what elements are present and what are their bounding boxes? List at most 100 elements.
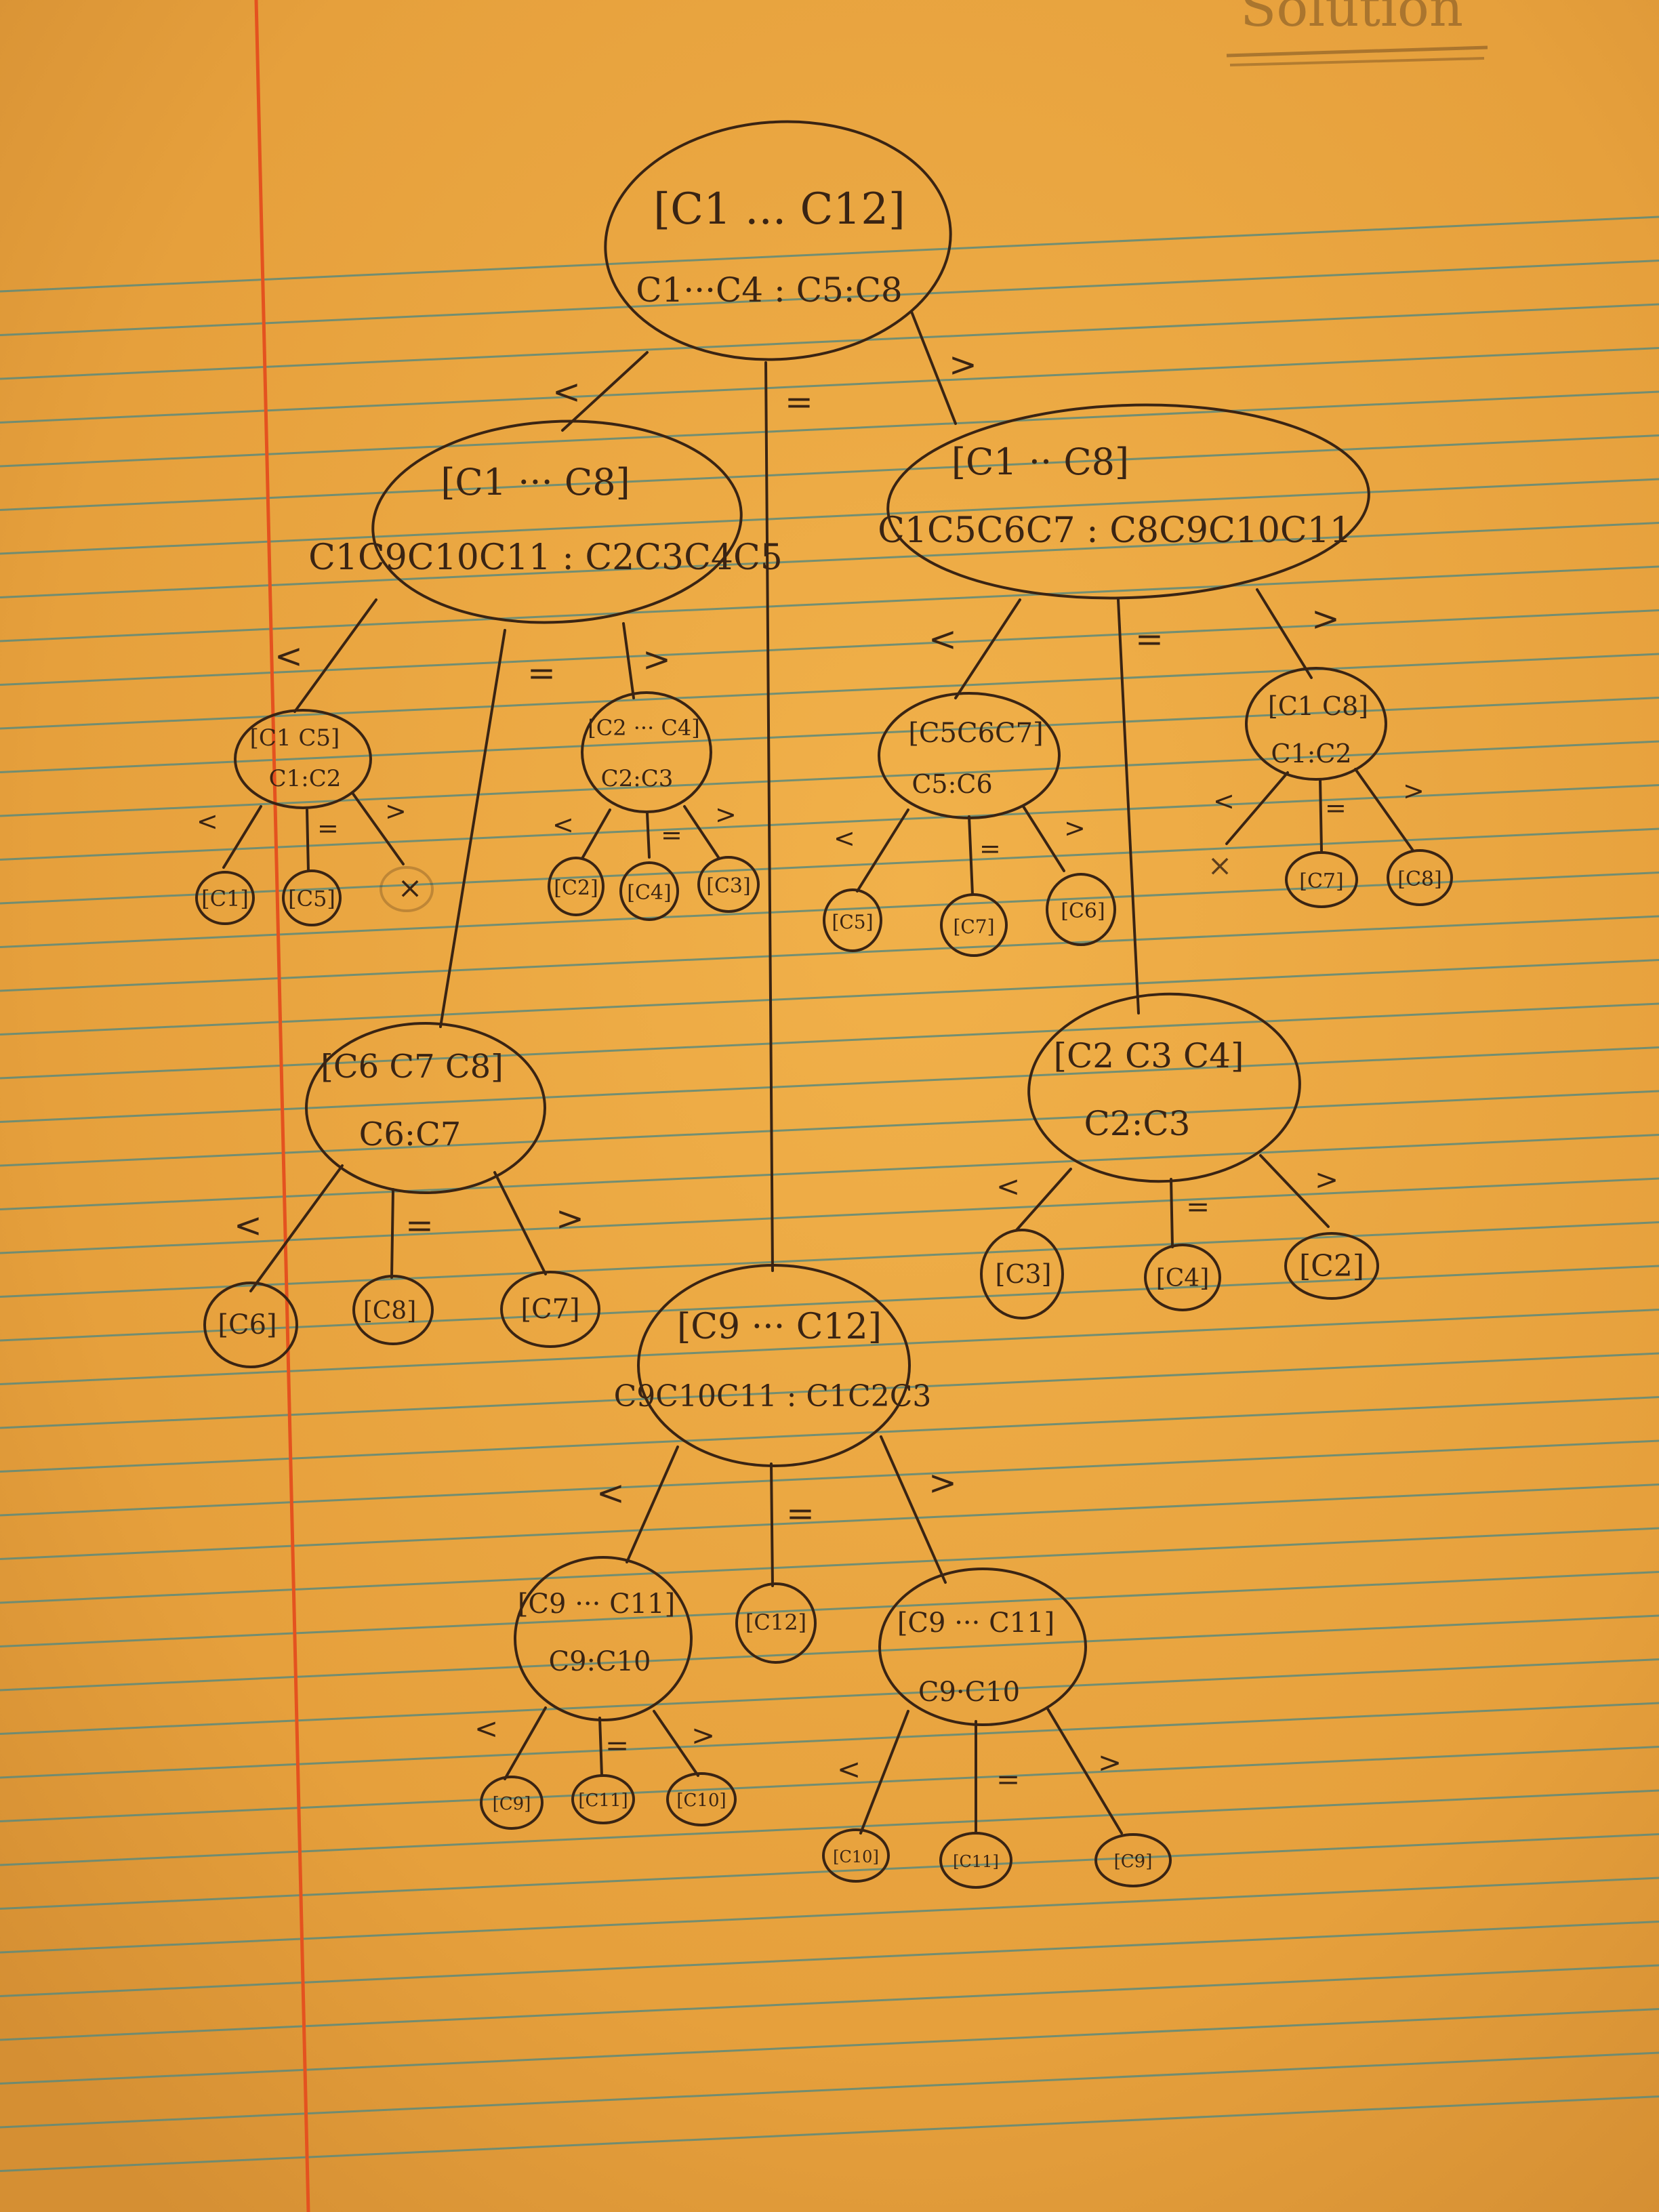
leaf: × xyxy=(1208,848,1233,883)
leaf: [C7] xyxy=(940,893,1008,957)
node-gt-eq: [C2 C3 C4] C2:C3 xyxy=(1027,992,1301,1183)
tree-edge xyxy=(293,598,377,713)
leaf-label: [C4] xyxy=(627,881,671,905)
ruled-line xyxy=(0,1439,1659,1517)
node-label: [C6 C7 C8] xyxy=(321,1048,504,1086)
edge-label: > xyxy=(385,796,407,826)
node-lt-lt: [C1 C5] C1:C2 xyxy=(234,709,372,809)
ruled-lines xyxy=(0,216,1659,2172)
leaf: [C2] xyxy=(548,857,605,916)
leaf-label: × xyxy=(1208,848,1233,883)
ruled-line xyxy=(0,565,1659,642)
edge-label: > xyxy=(1311,599,1340,638)
edge-label: = xyxy=(1325,793,1347,823)
ruled-line xyxy=(0,1090,1659,1167)
tree-edge xyxy=(1015,1168,1072,1231)
leaf: [C9] xyxy=(1094,1833,1172,1887)
leaf: [C10] xyxy=(666,1772,737,1826)
node-label: [C1 C5] xyxy=(250,724,340,752)
ruled-line xyxy=(0,1221,1659,1298)
leaf: [C7] xyxy=(1285,851,1358,908)
edge-label: > xyxy=(556,1199,584,1238)
edge-label: > xyxy=(1315,1163,1338,1196)
leaf: [C8] xyxy=(352,1275,434,1345)
edge-label: < xyxy=(1213,786,1235,816)
corner-note-underline xyxy=(1226,45,1488,58)
leaf: [C5] xyxy=(282,869,342,926)
leaf-label: [C7] xyxy=(520,1294,579,1325)
edge-label: = xyxy=(979,834,1001,863)
leaf: [C7] xyxy=(500,1271,600,1348)
tree-edge xyxy=(653,1710,699,1777)
tree-edge xyxy=(439,629,506,1028)
ruled-line xyxy=(0,1352,1659,1429)
node-weighing: C1···C4 : C5:C8 xyxy=(636,270,902,310)
leaf-label: [C7] xyxy=(953,916,994,938)
edge-label: > xyxy=(928,1463,957,1502)
ruled-line xyxy=(0,1746,1659,1822)
leaf: × xyxy=(380,866,434,912)
tree-edge xyxy=(598,1717,603,1777)
tree-edge xyxy=(1259,1154,1330,1228)
leaf-label: [C9] xyxy=(493,1794,531,1814)
tree-edge xyxy=(1117,598,1140,1015)
ruled-line xyxy=(0,1527,1659,1604)
node-label: [C2 ··· C4] xyxy=(588,715,700,741)
leaf-label: [C10] xyxy=(676,1790,726,1811)
leaf: [C1] xyxy=(195,871,255,925)
leaf-label: × xyxy=(398,871,423,905)
tree-edge xyxy=(249,1164,344,1292)
ruled-line xyxy=(0,1483,1659,1560)
ruled-line xyxy=(0,609,1659,686)
node-weighing: C9C10C11 : C1C2C3 xyxy=(614,1379,932,1414)
ruled-line xyxy=(0,1571,1659,1647)
edge-label: < xyxy=(837,1753,861,1786)
edge-label: = xyxy=(605,1729,629,1762)
edge-label: < xyxy=(928,619,957,659)
leaf-label: [C11] xyxy=(953,1852,999,1871)
leaf: [C12] xyxy=(735,1582,817,1664)
ruled-line xyxy=(0,2008,1659,2085)
node-weighing: C5:C6 xyxy=(912,769,992,799)
tree-edge xyxy=(581,808,611,859)
ruled-line xyxy=(0,2051,1659,2129)
edge-label: = xyxy=(317,813,339,843)
node-weighing: C1C5C6C7 : C8C9C10C11 xyxy=(878,510,1352,551)
edge-label: < xyxy=(552,372,581,411)
tree-edge xyxy=(561,351,649,432)
ruled-line xyxy=(0,390,1659,468)
edge-label: > xyxy=(715,800,737,830)
leaf: [C9] xyxy=(480,1776,544,1830)
tree-edge xyxy=(1354,768,1414,852)
leaf-label: [C8] xyxy=(363,1297,417,1325)
tree-edge xyxy=(910,310,957,425)
leaf-label: [C9] xyxy=(1114,1851,1153,1872)
ruled-line xyxy=(0,653,1659,730)
ruled-line xyxy=(0,1002,1659,1080)
edge-label: = xyxy=(785,382,813,422)
tree-edge xyxy=(493,1171,547,1275)
tree-edge xyxy=(622,622,635,699)
ruled-line xyxy=(0,959,1659,1036)
tree-edge xyxy=(504,1706,547,1780)
leaf: [C3] xyxy=(980,1229,1064,1319)
edge-label: < xyxy=(834,823,855,853)
edge-label: > xyxy=(1064,813,1086,843)
ruled-line xyxy=(0,2095,1659,2172)
node-lt-eq: [C6 C7 C8] C6:C7 xyxy=(305,1022,546,1194)
leaf-label: [C4] xyxy=(1156,1265,1210,1292)
leaf-label: [C11] xyxy=(578,1790,628,1811)
edge-label: < xyxy=(234,1206,262,1245)
tree-leaves: [C1] [C5] × [C2] [C4] [C3] [C5] [C7] [C6… xyxy=(195,848,1453,1889)
tree-edge xyxy=(390,1188,394,1279)
leaf-label: [C8] xyxy=(1397,867,1441,891)
node-weighing: C1C9C10C11 : C2C3C4C5 xyxy=(308,537,783,578)
ruled-line xyxy=(0,1789,1659,1866)
ruled-line xyxy=(0,1134,1659,1210)
edge-label: > xyxy=(1098,1746,1122,1779)
leaf-label: [C6] xyxy=(218,1309,276,1340)
ruled-line xyxy=(0,1702,1659,1779)
leaf: [C5] xyxy=(823,888,882,952)
ruled-line xyxy=(0,1658,1659,1735)
leaf-label: [C1] xyxy=(201,886,249,912)
